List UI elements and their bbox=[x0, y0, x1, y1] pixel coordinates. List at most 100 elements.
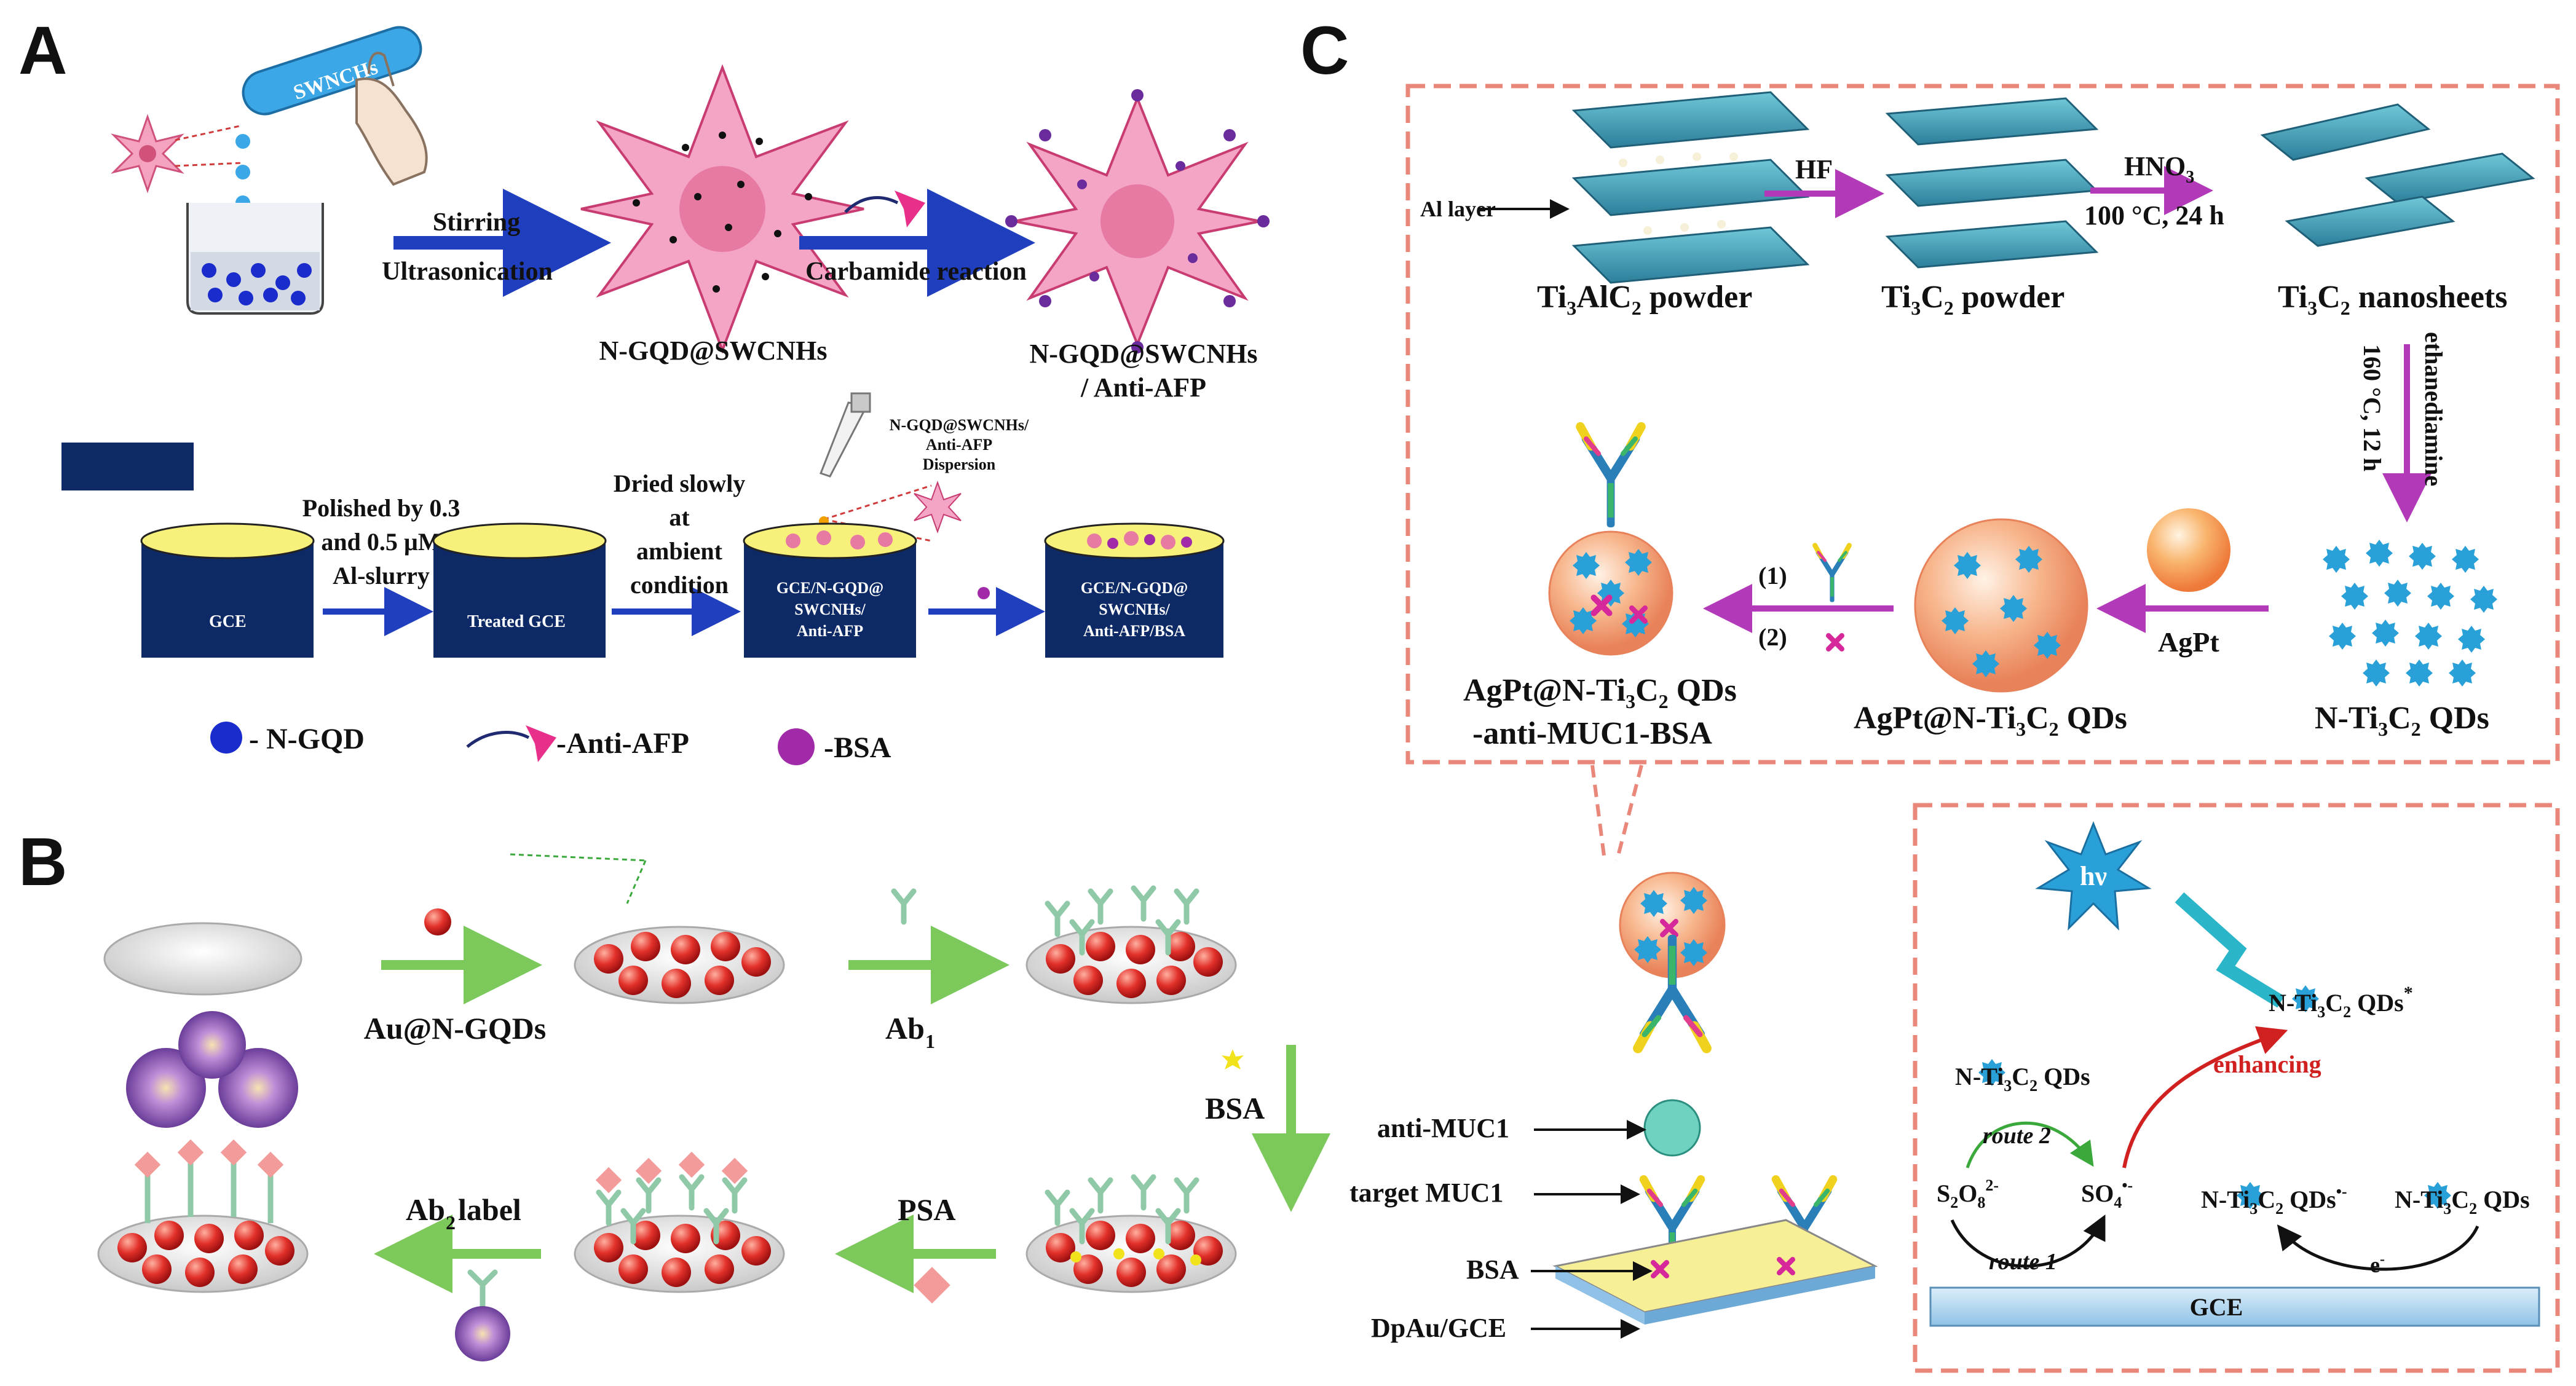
legend-bsa-label: -BSA bbox=[824, 731, 891, 764]
cond3-label: ethanediamine bbox=[2420, 332, 2448, 486]
step1-label: (1) bbox=[1758, 562, 1787, 589]
step-carbamide-label: Carbamide reaction bbox=[805, 258, 1027, 286]
step-ab1: Ab bbox=[885, 1011, 925, 1045]
excited-label: N-Ti3C2 QDs* bbox=[2269, 983, 2413, 1021]
cond1-label: 100 °C, 24 h bbox=[2084, 200, 2224, 230]
ngqd-swcnh-anti-afp-star bbox=[1005, 89, 1270, 353]
lightning-icon bbox=[2175, 892, 2285, 1008]
legend-anti-afp-label: -Anti-AFP bbox=[556, 727, 689, 760]
step-stirring-label: Stirring bbox=[433, 208, 520, 237]
panel-a-label: A bbox=[18, 13, 67, 89]
ngqd-swcnh-star bbox=[580, 64, 864, 354]
polish-line3: Al-slurry bbox=[333, 562, 430, 589]
anti-muc1-label: anti-MUC1 bbox=[1377, 1113, 1509, 1143]
electrode4-line3: Anti-AFP/BSA bbox=[1083, 622, 1185, 640]
disc-final-sandwich bbox=[97, 1011, 309, 1293]
b-callout-line bbox=[510, 853, 646, 862]
redacted-block bbox=[61, 443, 194, 490]
bsa-c-label: BSA bbox=[1466, 1254, 1519, 1285]
dispersion-particle bbox=[914, 481, 962, 534]
qd-label: N-Ti3C2 QDs bbox=[2315, 701, 2489, 740]
panel-b-label: B bbox=[18, 824, 67, 900]
electrode-treated-gce: Treated GCE bbox=[432, 522, 607, 658]
panel-a: A SWNCHs bbox=[18, 13, 1270, 765]
electrode3-line3: Anti-AFP bbox=[797, 622, 863, 640]
hv-label: hν bbox=[2080, 861, 2107, 891]
cond2-label: 160 °C, 12 h bbox=[2358, 344, 2386, 471]
target-muc1-label: target MUC1 bbox=[1349, 1178, 1503, 1208]
electrode4-line1: GCE/N-GQD@ bbox=[1081, 579, 1188, 597]
route2-arrow bbox=[1966, 1122, 2094, 1168]
dpau-label: DpAu/GCE bbox=[1371, 1313, 1506, 1343]
synthesis-box bbox=[1405, 84, 2560, 765]
legend-ngqd-icon bbox=[210, 722, 242, 754]
enhancing-label: enhancing bbox=[2213, 1050, 2321, 1078]
bsa-star-icon bbox=[1222, 1049, 1244, 1069]
panel-b: B Au@N-GQDs Ab 1 bbox=[18, 824, 1330, 1361]
ab2-label-icon bbox=[455, 1269, 510, 1361]
disc-with-psa bbox=[574, 1151, 785, 1293]
step-ab1-sub: 1 bbox=[925, 1030, 935, 1052]
muc1-target bbox=[1643, 1099, 1701, 1157]
electrode4-line2: SWCNHs/ bbox=[1099, 600, 1170, 618]
electrode-gce: GCE bbox=[140, 522, 315, 658]
route2-label: route 2 bbox=[1983, 1123, 2051, 1149]
bsa-dot bbox=[978, 587, 990, 599]
gce-bar bbox=[1929, 1286, 2540, 1327]
ground-right-label: N-Ti3C2 QDs bbox=[2395, 1186, 2530, 1218]
route1-label: route 1 bbox=[1989, 1249, 2057, 1275]
dried-line1: Dried slowly bbox=[614, 470, 745, 497]
dpau-slab-right bbox=[1645, 1266, 1875, 1325]
agpt-sphere bbox=[2147, 508, 2230, 592]
step2-label: (2) bbox=[1758, 623, 1787, 651]
polish-line2: and 0.5 µM bbox=[321, 528, 441, 556]
disc-bare bbox=[103, 922, 302, 996]
agpt-qd-label: AgPt@N-Ti3C2 QDs bbox=[1854, 701, 2127, 740]
step-ab2: Ab bbox=[406, 1192, 445, 1227]
polish-line1: Polished by 0.3 bbox=[302, 494, 460, 522]
panel-c-label: C bbox=[1300, 13, 1349, 89]
product2-line2: / Anti-AFP bbox=[1080, 372, 1206, 403]
electrode-treated-label: Treated GCE bbox=[467, 612, 566, 631]
step-psa: PSA bbox=[898, 1192, 955, 1227]
step-au-ngqds: Au@N-GQDs bbox=[364, 1011, 547, 1045]
electrode3-line2: SWCNHs/ bbox=[794, 600, 866, 618]
anti-afp-icon bbox=[844, 191, 925, 227]
small-star-icon bbox=[111, 114, 184, 194]
electrode-modified: GCE/N-GQD@ SWCNHs/ Anti-AFP bbox=[743, 522, 917, 658]
s2o8-label: S2O82- bbox=[1937, 1176, 1999, 1211]
mat1-ti: Ti3AlC2 powder bbox=[1537, 280, 1752, 319]
droplets-icon bbox=[235, 134, 250, 210]
small-bsa-icon bbox=[1828, 636, 1842, 649]
dpau-slab-left bbox=[1555, 1266, 1645, 1325]
electron-label: e- bbox=[2370, 1251, 2385, 1277]
electron-arrow bbox=[2277, 1224, 2479, 1271]
hno3-label: HNO3 bbox=[2124, 151, 2194, 187]
legend-anti-afp-icon bbox=[466, 725, 556, 762]
electrode-gce-label: GCE bbox=[209, 612, 247, 631]
al-layer-label: Al layer bbox=[1420, 197, 1496, 221]
hf-label: HF bbox=[1795, 154, 1833, 184]
enhancing-arrow bbox=[2122, 1026, 2288, 1168]
ti3c2-nanosheets bbox=[2260, 103, 2535, 247]
radical-label: N-Ti3C2 QDs•- bbox=[2201, 1183, 2347, 1218]
beaker-icon bbox=[186, 203, 324, 315]
dispersion-line3: Dispersion bbox=[923, 455, 996, 473]
ab1-icon bbox=[894, 891, 914, 922]
electrode-final: GCE/N-GQD@ SWCNHs/ Anti-AFP/BSA bbox=[1044, 522, 1225, 658]
callout-right bbox=[1615, 765, 1643, 861]
hv-burst-icon: hν bbox=[2035, 821, 2152, 931]
disc-with-bsa bbox=[1025, 1177, 1237, 1293]
dried-line2: at bbox=[669, 503, 690, 531]
step-ab2-sub: 2 bbox=[446, 1211, 456, 1234]
dried-line4: condition bbox=[630, 571, 729, 599]
final-line2: -anti-MUC1-BSA bbox=[1472, 716, 1712, 751]
product2-line1: N-GQD@SWCNHs bbox=[1030, 339, 1258, 369]
ti3alc2-layers bbox=[1571, 91, 1810, 284]
step-ultrasonication-label: Ultrasonication bbox=[382, 258, 553, 286]
pipette-icon bbox=[820, 392, 871, 478]
legend-bsa-icon bbox=[778, 728, 815, 765]
legend-ngqd-label: - N-GQD bbox=[249, 723, 365, 755]
gce-label: GCE bbox=[2190, 1293, 2243, 1321]
psa-diamond-icon bbox=[914, 1267, 950, 1304]
